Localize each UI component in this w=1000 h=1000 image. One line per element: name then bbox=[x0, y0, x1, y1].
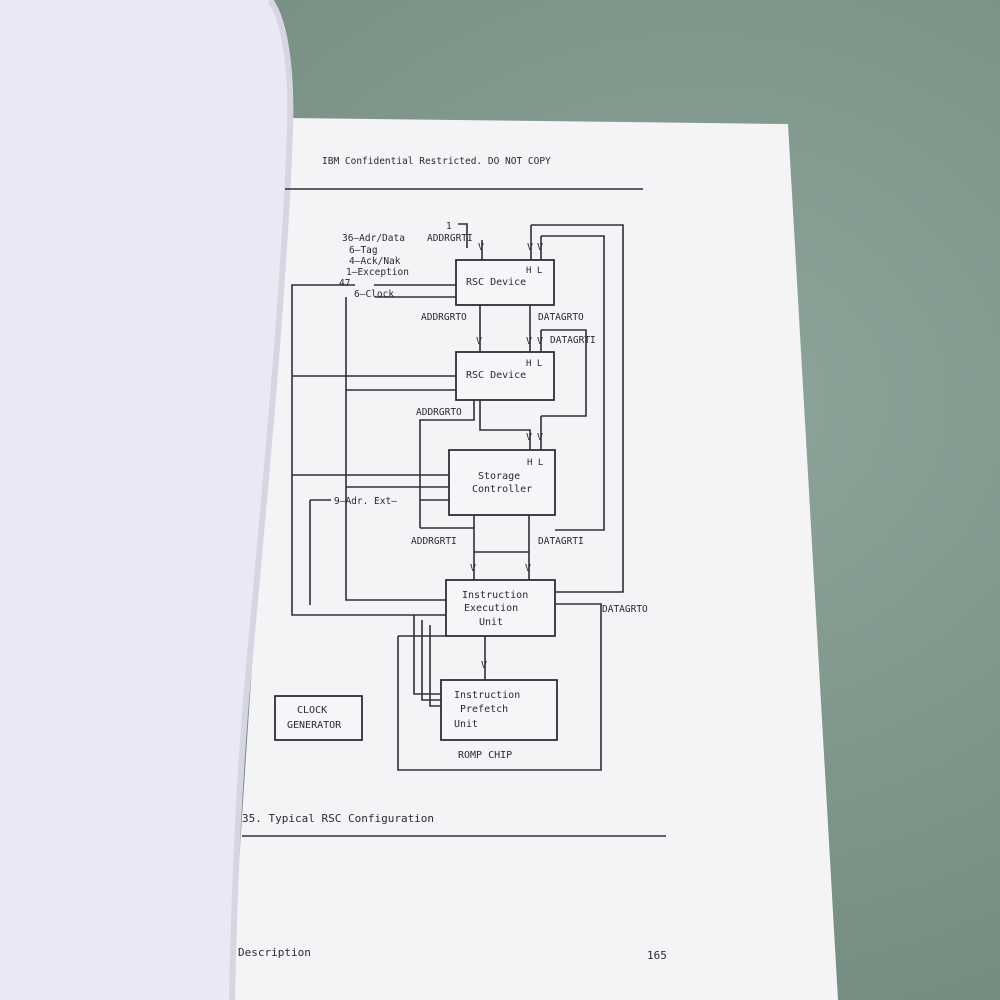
svg-text:GENERATOR: GENERATOR bbox=[287, 720, 342, 731]
svg-text:H L: H L bbox=[526, 359, 542, 369]
label-datagrti-1: DATAGRTI bbox=[550, 335, 596, 346]
svg-text:Execution: Execution bbox=[464, 603, 518, 614]
svg-text:CLOCK: CLOCK bbox=[297, 705, 327, 716]
svg-text:V: V bbox=[476, 336, 482, 347]
label-addrgrti-top: ADDRGRTI bbox=[427, 233, 473, 244]
svg-text:Controller: Controller bbox=[472, 484, 532, 495]
svg-text:V: V bbox=[537, 242, 543, 253]
label-ack-nak: 4—Ack/Nak bbox=[349, 256, 401, 267]
label-addrgrto-2: ADDRGRTO bbox=[416, 407, 462, 418]
svg-text:Unit: Unit bbox=[454, 719, 478, 730]
page-number: 165 bbox=[647, 949, 667, 962]
label-tag: 6—Tag bbox=[349, 245, 378, 256]
instruction-prefetch-unit bbox=[440, 679, 558, 741]
rsc-diagram: 36—Adr/Data 6—Tag 4—Ack/Nak 1—Exception … bbox=[274, 221, 648, 771]
svg-text:H L: H L bbox=[527, 458, 543, 468]
label-clock: 6—Clock bbox=[354, 289, 394, 300]
romp-chip-label: ROMP CHIP bbox=[458, 750, 512, 761]
confidential-header: IBM Confidential Restricted. DO NOT COPY bbox=[322, 156, 551, 167]
label-one: 1 bbox=[446, 221, 452, 232]
svg-text:Storage: Storage bbox=[478, 471, 520, 482]
label-adr-data: 36—Adr/Data bbox=[342, 233, 405, 244]
svg-text:V: V bbox=[470, 563, 476, 574]
label-datagrto-2: DATAGRTO bbox=[602, 604, 648, 615]
svg-text:V: V bbox=[526, 432, 532, 443]
label-addrgrto-1: ADDRGRTO bbox=[421, 312, 467, 323]
svg-text:V: V bbox=[527, 242, 533, 253]
svg-text:Prefetch: Prefetch bbox=[460, 704, 508, 715]
clock-generator bbox=[274, 695, 363, 741]
rsc-device-1 bbox=[455, 259, 555, 306]
svg-text:Instruction: Instruction bbox=[462, 590, 528, 601]
svg-text:V: V bbox=[478, 242, 484, 253]
label-47: 47 bbox=[339, 278, 350, 289]
svg-text:V: V bbox=[526, 336, 532, 347]
page-gutter bbox=[229, 0, 294, 1000]
svg-text:RSC Device: RSC Device bbox=[466, 370, 526, 381]
label-exception: 1—Exception bbox=[346, 267, 409, 278]
rsc-device-2 bbox=[455, 351, 555, 401]
svg-text:V: V bbox=[525, 563, 531, 574]
svg-text:V: V bbox=[537, 336, 543, 347]
label-adr-ext: 9—Adr. Ext— bbox=[334, 496, 397, 507]
figure-caption: 35. Typical RSC Configuration bbox=[242, 812, 434, 825]
svg-text:H L: H L bbox=[526, 266, 542, 276]
label-datagrto-1: DATAGRTO bbox=[538, 312, 584, 323]
label-datagrti-2: DATAGRTI bbox=[538, 536, 584, 547]
storage-controller bbox=[448, 449, 556, 516]
instruction-execution-unit bbox=[445, 579, 556, 637]
label-addrgrti-2: ADDRGRTI bbox=[411, 536, 457, 547]
svg-text:Instruction: Instruction bbox=[454, 690, 520, 701]
footer-section: Description bbox=[238, 946, 311, 959]
right-page bbox=[230, 118, 838, 1000]
svg-text:Unit: Unit bbox=[479, 617, 503, 628]
svg-text:V: V bbox=[537, 432, 543, 443]
left-page bbox=[0, 0, 291, 1000]
svg-text:V: V bbox=[481, 660, 487, 671]
svg-text:RSC Device: RSC Device bbox=[466, 277, 526, 288]
